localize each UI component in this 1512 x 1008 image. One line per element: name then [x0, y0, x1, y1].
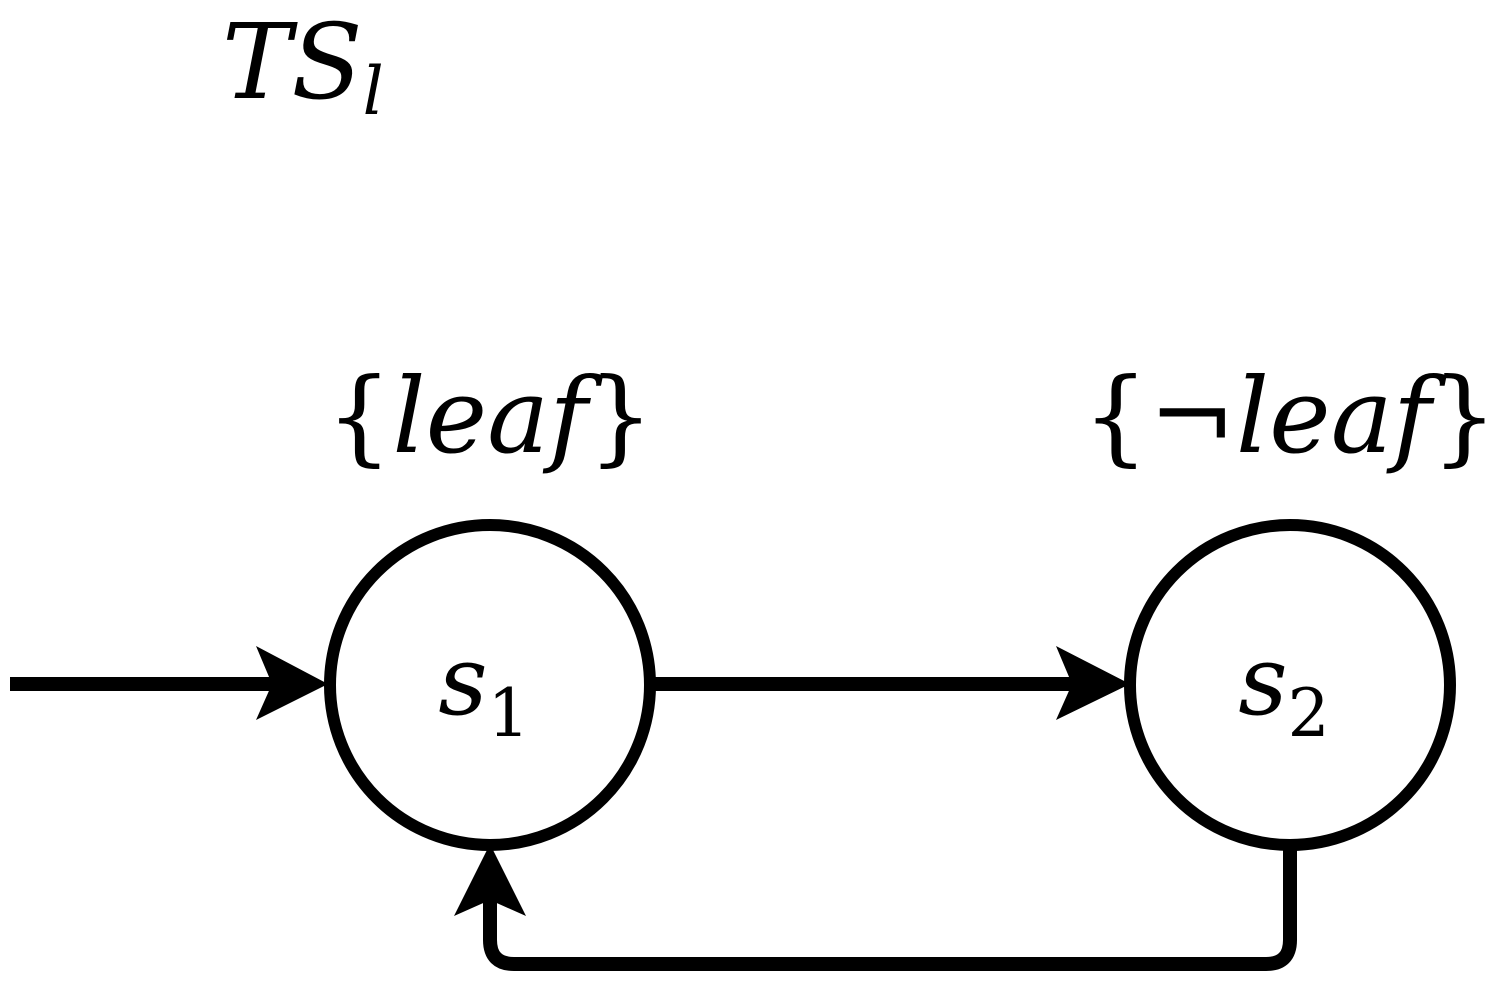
initial-transition-arrow[interactable]: [10, 646, 328, 720]
state-node-s1[interactable]: s1: [324, 519, 656, 851]
diagram-title: TSl: [222, 1, 384, 130]
state-node-s2[interactable]: s2: [1124, 519, 1456, 851]
state-label-s1: {leaf}: [326, 355, 654, 477]
label-negation: ¬: [1149, 355, 1236, 477]
label-brace-close: }: [1431, 355, 1497, 477]
transition-s2-to-s1[interactable]: [454, 844, 1297, 971]
state-index: 2: [1288, 675, 1330, 752]
label-brace-open: {: [326, 355, 392, 477]
state-index: 1: [488, 675, 530, 752]
state-name-s1: s1: [438, 625, 529, 752]
transition-s1-to-s2[interactable]: [650, 646, 1130, 720]
transition-return-arrowhead: [454, 844, 526, 916]
title-main: TS: [222, 1, 363, 123]
initial-arrowhead: [256, 646, 328, 720]
transition-return-path: [483, 845, 1297, 971]
label-brace-open: {: [1083, 355, 1149, 477]
state-symbol: s: [1238, 625, 1287, 737]
label-variable: leaf: [1236, 355, 1447, 477]
title-subscript: l: [363, 53, 384, 130]
state-symbol: s: [438, 625, 487, 737]
label-variable: leaf: [392, 355, 603, 477]
transition-arrowhead: [1056, 646, 1130, 720]
state-label-s2: {¬leaf}: [1083, 355, 1498, 477]
state-name-s2: s2: [1238, 625, 1329, 752]
label-brace-close: }: [588, 355, 654, 477]
